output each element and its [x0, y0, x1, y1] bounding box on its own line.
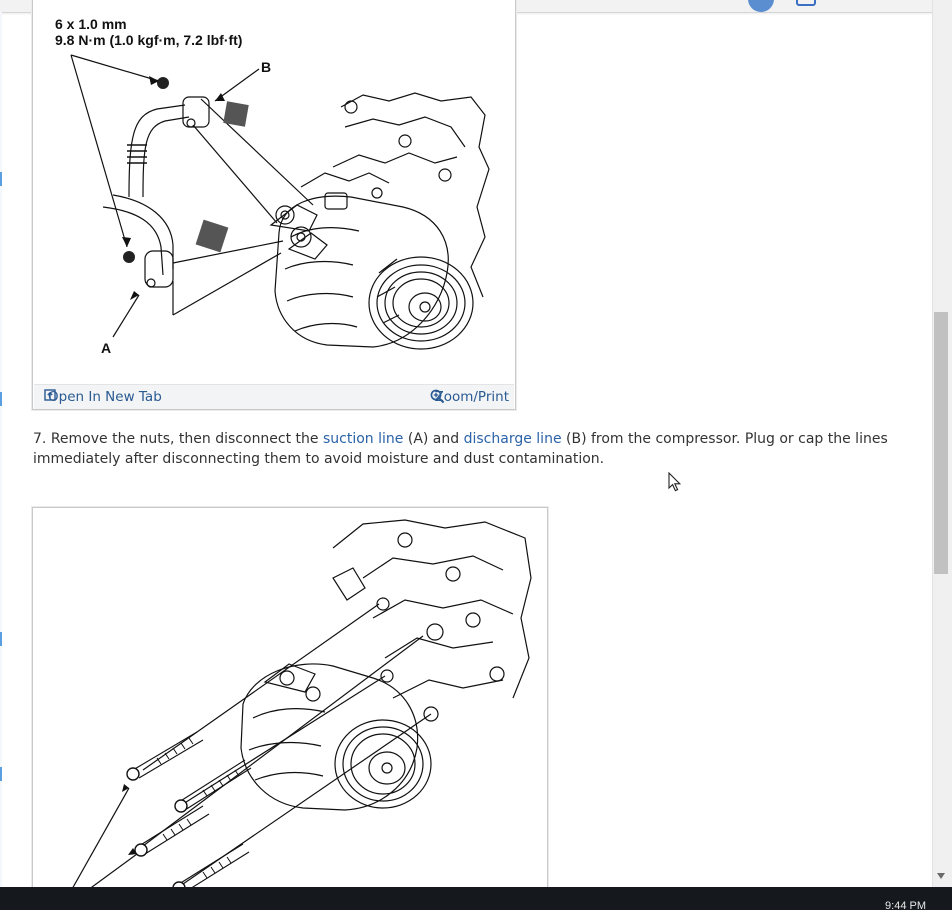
scrollbar-thumb[interactable]: [934, 312, 948, 574]
step-number: 7.: [33, 431, 47, 447]
compressor-bolts-diagram: [66, 519, 532, 898]
mouse-cursor-icon: [668, 472, 682, 492]
compressor-lines-diagram: 6 x 1.0 mm 9.8 N·m (1.0 kgf·m, 7.2 lbf·f…: [55, 16, 490, 356]
chat-icon[interactable]: [796, 0, 816, 6]
diagram-figure-2: [32, 507, 548, 899]
vertical-scrollbar[interactable]: [932, 0, 952, 887]
diagram-linework: [70, 54, 490, 350]
nut-a: [123, 251, 135, 263]
discharge-line-link[interactable]: discharge line: [463, 431, 562, 447]
callout-a-label: A: [101, 340, 111, 356]
suction-line-link[interactable]: suction line: [323, 431, 404, 447]
step-text-1: Remove the nuts, then disconnect the: [50, 431, 319, 447]
system-clock: 9:44 PM: [885, 900, 926, 912]
diagram-linework-2: [66, 519, 532, 898]
taskbar: 9:44 PM: [0, 887, 952, 912]
callout-b-label: B: [261, 59, 271, 75]
cap-patch-1: [223, 101, 249, 127]
bolt-head-1: [126, 767, 140, 781]
procedure-step-7: 7. Remove the nuts, then disconnect the …: [33, 429, 915, 469]
bolt-head-3: [134, 843, 148, 857]
cap-patch-2: [195, 219, 229, 253]
left-edge-strip: [0, 12, 2, 887]
step-text-3: (B) from the compressor. Plug or cap the…: [33, 431, 888, 467]
open-in-new-tab-link[interactable]: Open In New Tab: [44, 389, 162, 405]
image-toolbar: Open In New Tab Zoom/Print: [34, 384, 514, 409]
open-in-new-tab-label: Open In New Tab: [48, 389, 162, 405]
nut-b: [157, 77, 169, 89]
scroll-down-arrow-icon[interactable]: [937, 873, 945, 879]
avatar[interactable]: [748, 0, 774, 12]
zoom-print-link[interactable]: Zoom/Print: [430, 389, 509, 405]
diagram-figure-1: 6 x 1.0 mm 9.8 N·m (1.0 kgf·m, 7.2 lbf·f…: [32, 0, 516, 410]
zoom-print-label: Zoom/Print: [434, 389, 509, 405]
bolt-head-2: [174, 799, 188, 813]
bolt-threads: [156, 737, 240, 879]
torque-spec-value: 9.8 N·m (1.0 kgf·m, 7.2 lbf·ft): [55, 32, 242, 48]
step-text-2: (A) and: [407, 431, 460, 447]
torque-spec-size: 6 x 1.0 mm: [55, 16, 127, 32]
